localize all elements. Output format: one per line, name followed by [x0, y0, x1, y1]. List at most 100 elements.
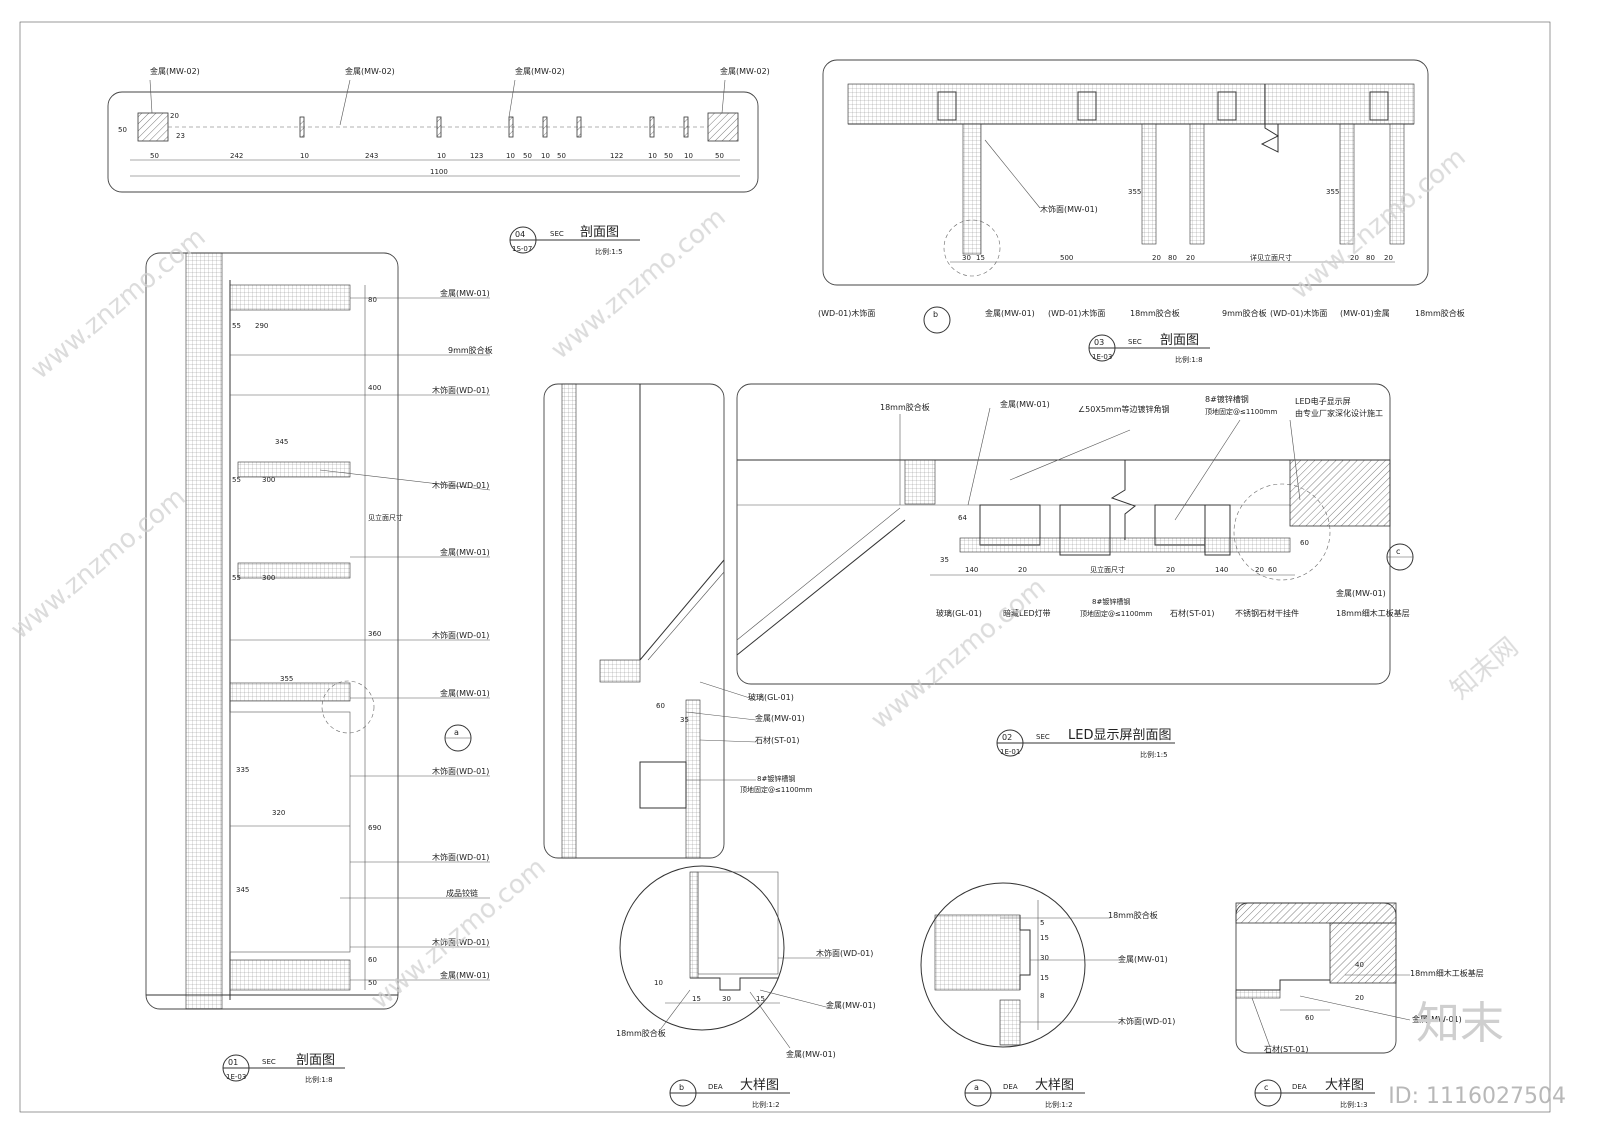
label: 不锈钢石材干挂件 [1235, 608, 1299, 618]
ceiling-slab [847, 83, 1415, 125]
dim-text: 60 [656, 702, 665, 710]
dim-text: 290 [255, 322, 268, 330]
drawing-ref: 1S-07 [512, 245, 532, 253]
leader [721, 79, 726, 114]
drawing-code: SEC [1036, 733, 1050, 741]
drawing-scale: 比例:1:2 [1045, 1100, 1073, 1109]
dim-text: 20 [1355, 994, 1364, 1002]
drawing-code: DEA [1003, 1083, 1018, 1091]
dim-text: 55 [232, 322, 241, 330]
dim-text: 140 [1215, 566, 1228, 574]
dim-text: 8 [1040, 992, 1044, 1000]
metal-trim [599, 659, 641, 683]
fin [299, 116, 305, 138]
drawing-code: DEA [1292, 1083, 1307, 1091]
fin [508, 116, 514, 138]
label: 金属(MW-01) [440, 970, 490, 980]
dim-text: 10 [541, 152, 550, 160]
label: 金属(MW-01) [440, 288, 490, 298]
dim-text: 20 [1166, 566, 1175, 574]
dim-text: 10 [506, 152, 515, 160]
watermark-text: www.znzmo.com [1285, 142, 1471, 305]
dim-text: 300 [262, 574, 275, 582]
leader [659, 989, 691, 1031]
watermark-text: www.znzmo.com [545, 202, 731, 365]
drawing-code: SEC [550, 230, 564, 238]
label: 金属(MW-01) [826, 1000, 876, 1010]
drawing-ref: 1E-03 [1092, 353, 1112, 361]
label: 木饰面(WD-01) [432, 630, 489, 640]
dim-text: 60 [368, 956, 377, 964]
watermark-text: www.znzmo.com [865, 572, 1051, 735]
dim-text: 320 [272, 809, 285, 817]
dim-text: 55 [232, 574, 241, 582]
dim-text: 500 [1060, 254, 1073, 262]
watermark-text: www.znzmo.com [25, 222, 211, 385]
fin [542, 116, 548, 138]
dim-text: 50 [118, 126, 127, 134]
dim-text: 355 [1128, 188, 1141, 196]
metal-profile [1019, 915, 1031, 990]
dim-text: 10 [684, 152, 693, 160]
fin-profile [1189, 123, 1205, 245]
stone-profile [1236, 979, 1330, 991]
dim-text: 20 [1255, 566, 1264, 574]
label: 木饰面(WD-01) [432, 766, 489, 776]
drawing-scale: 比例:1:8 [1175, 355, 1203, 364]
dim-text: 64 [958, 514, 967, 522]
plywood-block [904, 459, 936, 505]
dim-text: 300 [262, 476, 275, 484]
leader [339, 79, 351, 126]
drawing-code: DEA [708, 1083, 723, 1091]
drawing-04: 50 242 10 243 10 123 10 50 10 50 122 10 … [107, 66, 770, 256]
dim-text: 15 [756, 995, 765, 1003]
label-metal: 金属(MW-02) [150, 66, 200, 76]
drawing-02-frame [736, 383, 1391, 685]
detail-a: 5 15 30 15 8 18mm胶合板 金属(MW-01) 木饰面(WD-01… [920, 882, 1175, 1109]
channel [937, 91, 957, 121]
dim-text: 355 [1326, 188, 1339, 196]
drawing-code: SEC [1128, 338, 1142, 346]
label: 金属(MW-01) [786, 1049, 836, 1059]
label-metal: 金属(MW-02) [515, 66, 565, 76]
wood-veneer [689, 871, 699, 979]
dim-text: 243 [365, 152, 378, 160]
drawing-03: 30 15 500 20 80 20 详见立面尺寸 20 80 20 355 3… [818, 59, 1465, 364]
bubble-letter: a [454, 728, 459, 737]
drawing-scale: 比例:1:8 [305, 1075, 333, 1084]
glass-slope [736, 519, 906, 656]
metal-post-left [137, 112, 169, 142]
label: 8#镀锌槽钢 [1205, 394, 1249, 404]
dim-text: 50 [150, 152, 159, 160]
steel-channel [639, 761, 687, 809]
label: 18mm细木工板基层 [1410, 968, 1484, 978]
dim-text: 60 [1300, 539, 1309, 547]
drawing-01-frame [145, 252, 399, 1010]
detail-b: 10 15 30 15 木饰面(WD-01) 金属(MW-01) 18mm胶合板… [616, 865, 876, 1109]
leader [1289, 419, 1301, 501]
label: 金属(MW-01) [440, 547, 490, 557]
label: 石材(ST-01) [1170, 608, 1215, 618]
label: 石材(ST-01) [1264, 1044, 1309, 1054]
dim-text: 详见立面尺寸 [1250, 253, 1292, 262]
plywood [934, 914, 1021, 991]
dim-text: 20 [170, 112, 179, 120]
drawing-code: SEC [262, 1058, 276, 1066]
watermark-text: www.znzmo.com [5, 482, 191, 645]
fin [683, 116, 689, 138]
drawing-number: 02 [1002, 733, 1012, 742]
watermark-text: 知末网 [1445, 632, 1524, 705]
label: 玻璃(GL-01) [748, 692, 794, 702]
dim-text: 10 [300, 152, 309, 160]
channel [1369, 91, 1389, 121]
dim-text: 23 [176, 132, 185, 140]
drawing-01: 290 55 345 300 55 300 55 355 320 400 360… [145, 252, 493, 1084]
dim-text: 见立面尺寸 [368, 513, 403, 522]
drawing-number: 03 [1094, 338, 1104, 347]
label: 木饰面(WD-01) [432, 852, 489, 862]
leader [759, 989, 831, 1009]
label: 金属(MW-01) [1412, 1014, 1462, 1024]
leader [984, 139, 1041, 209]
label: 9mm胶合板 [1222, 308, 1267, 318]
watermark-text: www.znzmo.com [365, 852, 551, 1015]
